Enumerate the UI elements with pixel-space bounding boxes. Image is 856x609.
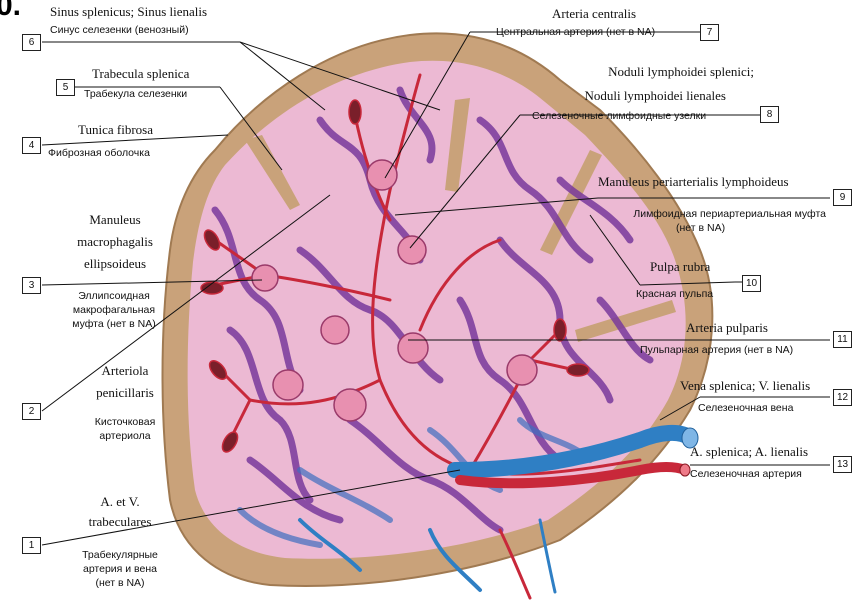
label-5-latin: Trabecula splenica: [92, 66, 189, 81]
label-number-2: 2: [22, 403, 41, 420]
label-11-latin: Arteria pulparis: [686, 320, 768, 335]
label-number-10: 10: [742, 275, 761, 292]
label-7-latin: Arteria centralis: [552, 6, 636, 21]
label-2-russian-1: Кисточковая: [70, 416, 180, 429]
label-number-9: 9: [833, 189, 852, 206]
label-6-russian: Синус селезенки (венозный): [50, 24, 189, 37]
label-3-latin-1: Manuleus: [60, 212, 170, 227]
label-1-latin-1: A. et V.: [60, 494, 180, 509]
label-10-russian: Красная пульпа: [636, 288, 713, 301]
label-13-latin: A. splenica; A. lienalis: [690, 444, 808, 459]
label-12-russian: Селезеночная вена: [698, 402, 793, 415]
label-4-russian: Фиброзная оболочка: [48, 147, 150, 160]
label-5-russian: Трабекула селезенки: [84, 88, 187, 101]
label-number-5: 5: [56, 79, 75, 96]
label-3-russian-3: муфта (нет в NA): [50, 318, 178, 331]
label-1-russian-2: артерия и вена: [52, 563, 188, 576]
label-number-11: 11: [833, 331, 852, 348]
label-11-russian: Пульпарная артерия (нет в NA): [640, 344, 793, 357]
label-3-russian-1: Эллипсоидная: [50, 290, 178, 303]
label-3-latin-3: ellipsoideus: [60, 256, 170, 271]
label-6-latin: Sinus splenicus; Sinus lienalis: [50, 4, 207, 19]
label-number-4: 4: [22, 137, 41, 154]
label-8-russian: Селезеночные лимфоидные узелки: [532, 110, 706, 123]
label-number-7: 7: [700, 24, 719, 41]
label-8-latin-1: Noduli lymphoidei splenici;: [540, 64, 754, 79]
label-number-13: 13: [833, 456, 852, 473]
label-1-latin-2: trabeculares: [60, 514, 180, 529]
label-1-russian-1: Трабекулярные: [52, 549, 188, 562]
label-number-6: 6: [22, 34, 41, 51]
label-8-latin-2: Noduli lymphoidei lienales: [540, 88, 726, 103]
label-9-russian-1: Лимфоидная периартериальная муфта: [600, 208, 826, 221]
label-7-russian: Центральная артерия (нет в NA): [496, 26, 655, 39]
label-3-russian-2: макрофагальная: [50, 304, 178, 317]
label-2-russian-2: артериола: [70, 430, 180, 443]
label-10-latin: Pulpa rubra: [650, 259, 710, 274]
label-9-russian-2: (нет в NA): [676, 222, 725, 235]
label-2-latin-1: Arteriola: [70, 363, 180, 378]
label-number-12: 12: [833, 389, 852, 406]
label-number-1: 1: [22, 537, 41, 554]
label-number-8: 8: [760, 106, 779, 123]
label-12-latin: Vena splenica; V. lienalis: [680, 378, 810, 393]
splenic-artery-lumen: [680, 464, 690, 476]
label-1-russian-3: (нет в NA): [52, 577, 188, 590]
label-2-latin-2: penicillaris: [70, 385, 180, 400]
label-number-3: 3: [22, 277, 41, 294]
label-4-latin: Tunica fibrosa: [78, 122, 153, 137]
figure-number: 0.: [0, 0, 21, 22]
label-9-latin: Manuleus periarterialis lymphoideus: [598, 174, 789, 189]
label-3-latin-2: macrophagalis: [60, 234, 170, 249]
label-13-russian: Селезеночная артерия: [690, 468, 802, 481]
